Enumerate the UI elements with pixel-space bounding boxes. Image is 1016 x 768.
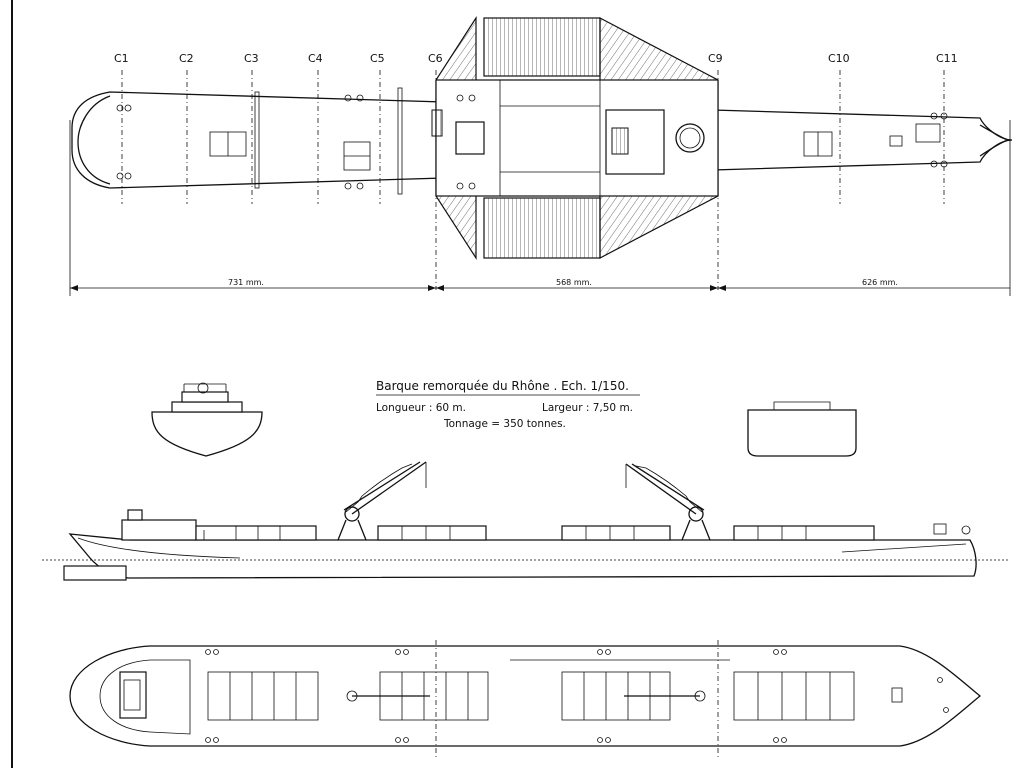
title-block: Barque remorquée du Rhône . Ech. 1/150. … [376, 379, 640, 430]
frame-label-c5: C5 [370, 52, 385, 65]
dimension-stern-section: 626 mm. [862, 278, 898, 287]
dimension-mid-section: 568 mm. [556, 278, 592, 287]
frame-label-c10: C10 [828, 52, 850, 65]
top-plan-view: C1 C2 C3 C4 C5 C6 C9 C10 C11 731 mm. 568… [69, 15, 1013, 296]
frame-label-c3: C3 [244, 52, 259, 65]
frame-label-c9: C9 [708, 52, 723, 65]
frame-label-c6: C6 [428, 52, 443, 65]
spec-length: Longueur : 60 m. [376, 402, 466, 414]
drawing-title: Barque remorquée du Rhône . Ech. 1/150. [376, 379, 629, 393]
aft-crane [625, 463, 711, 541]
frame-label-c2: C2 [179, 52, 194, 65]
bow-cross-section [151, 382, 263, 457]
side-elevation-view [42, 461, 1010, 581]
spec-tonnage: Tonnage = 350 tonnes. [443, 418, 566, 430]
frame-label-c1: C1 [114, 52, 129, 65]
frame-label-c11: C11 [936, 52, 958, 65]
spec-beam: Largeur : 7,50 m. [542, 402, 633, 414]
frame-label-c4: C4 [308, 52, 323, 65]
midship-cross-section [747, 401, 857, 457]
dimension-bow-section: 731 mm. [228, 278, 264, 287]
lower-deck-plan [69, 640, 982, 760]
forward-crane [337, 461, 427, 541]
